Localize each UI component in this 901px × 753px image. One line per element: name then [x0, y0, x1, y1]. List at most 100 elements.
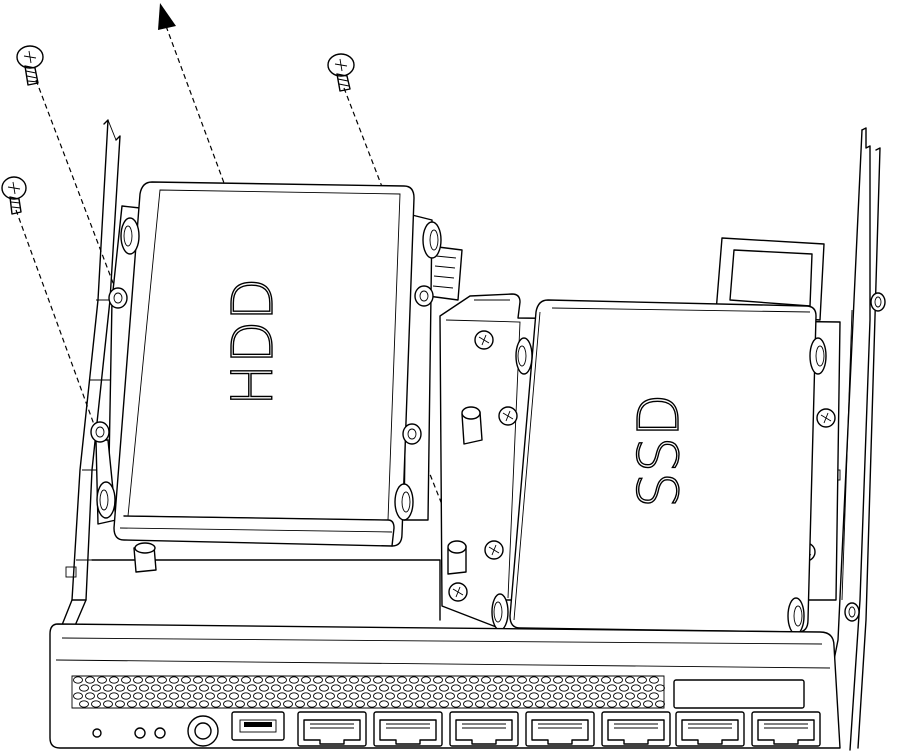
vent-hole — [367, 700, 377, 708]
usb-port[interactable] — [231, 711, 285, 741]
vent-hole — [337, 676, 347, 684]
vent-hole — [115, 684, 125, 692]
vent-hole — [361, 692, 371, 700]
ethernet-ports — [297, 711, 821, 747]
vent-hole — [295, 700, 305, 708]
vent-hole — [139, 700, 149, 708]
vent-hole — [535, 684, 545, 692]
ethernet-port-4[interactable] — [525, 711, 595, 747]
vent-hole — [541, 692, 551, 700]
vent-hole — [247, 684, 257, 692]
vent-hole — [595, 700, 605, 708]
vent-hole — [205, 676, 215, 684]
vent-hole — [241, 676, 251, 684]
ethernet-port-7[interactable] — [751, 711, 821, 747]
vent-hole — [463, 700, 473, 708]
vent-hole — [73, 692, 83, 700]
vent-hole — [349, 676, 359, 684]
vent-hole — [343, 700, 353, 708]
vent-hole — [457, 676, 467, 684]
vent-hole — [559, 684, 569, 692]
vent-hole — [427, 700, 437, 708]
vent-hole — [397, 676, 407, 684]
vent-hole — [373, 692, 383, 700]
ethernet-port-2[interactable] — [373, 711, 443, 747]
vent-hole — [325, 676, 335, 684]
vent-hole — [193, 676, 203, 684]
vent-hole — [481, 676, 491, 684]
vent-hole — [217, 676, 227, 684]
ssd-mount-screw-left-top — [515, 337, 533, 375]
vent-hole — [121, 676, 131, 684]
front-led-1 — [92, 728, 102, 738]
vent-hole — [265, 676, 275, 684]
vent-hole — [487, 700, 497, 708]
vent-hole — [541, 676, 551, 684]
ethernet-port-5[interactable] — [601, 711, 671, 747]
hdd-mount-screw-right-bottom — [394, 483, 414, 521]
vent-hole — [271, 684, 281, 692]
vent-hole — [439, 684, 449, 692]
vent-hole — [211, 684, 221, 692]
ssd-mount-screw-left-bottom — [491, 593, 509, 631]
screw-left — [1, 176, 27, 215]
vent-hole — [301, 676, 311, 684]
vent-hole — [169, 692, 179, 700]
vent-hole — [361, 676, 371, 684]
vent-hole — [619, 700, 629, 708]
vent-hole — [313, 676, 323, 684]
vent-hole — [175, 684, 185, 692]
ethernet-port-6[interactable] — [675, 711, 745, 747]
vent-hole — [409, 676, 419, 684]
hdd-screw-hole-bottom-right — [402, 423, 422, 445]
vent-hole — [535, 700, 545, 708]
vent-hole — [433, 692, 443, 700]
vent-hole — [169, 676, 179, 684]
ssd-drive: SSD — [509, 299, 817, 633]
vent-hole — [247, 700, 257, 708]
plate-screw-right-top — [816, 408, 836, 428]
vent-hole — [397, 692, 407, 700]
vent-hole — [571, 700, 581, 708]
vent-hole — [553, 676, 563, 684]
front-label-area — [673, 679, 805, 709]
chassis-foot — [133, 542, 157, 573]
vent-hole — [85, 692, 95, 700]
vent-grille — [71, 675, 665, 709]
vent-hole — [607, 700, 617, 708]
vent-hole — [445, 692, 455, 700]
vent-hole — [331, 684, 341, 692]
vent-hole — [199, 700, 209, 708]
vent-hole — [607, 684, 617, 692]
vent-hole — [511, 684, 521, 692]
right-wall-rivet-top — [870, 292, 886, 312]
vent-hole — [511, 700, 521, 708]
vent-hole — [559, 700, 569, 708]
vent-hole — [457, 692, 467, 700]
vent-hole — [289, 676, 299, 684]
vent-hole — [391, 700, 401, 708]
vent-hole — [439, 700, 449, 708]
vent-hole — [133, 692, 143, 700]
vent-hole — [319, 700, 329, 708]
vent-hole — [235, 700, 245, 708]
vent-hole — [133, 676, 143, 684]
hdd-mount-screw-left-top — [120, 217, 140, 255]
vent-hole — [451, 684, 461, 692]
vent-hole — [421, 676, 431, 684]
ethernet-port-3[interactable] — [449, 711, 519, 747]
vent-hole — [187, 684, 197, 692]
vent-hole — [421, 692, 431, 700]
vent-hole — [193, 692, 203, 700]
vent-hole — [499, 700, 509, 708]
ssd-mount-screw-right-top — [809, 337, 827, 375]
power-button[interactable] — [187, 715, 219, 747]
ethernet-port-1[interactable] — [297, 711, 367, 747]
vent-hole — [469, 676, 479, 684]
vent-hole — [451, 700, 461, 708]
vent-hole — [589, 676, 599, 684]
vent-hole — [649, 676, 659, 684]
hdd-screw-hole-top-right — [414, 285, 434, 307]
vent-hole — [469, 692, 479, 700]
